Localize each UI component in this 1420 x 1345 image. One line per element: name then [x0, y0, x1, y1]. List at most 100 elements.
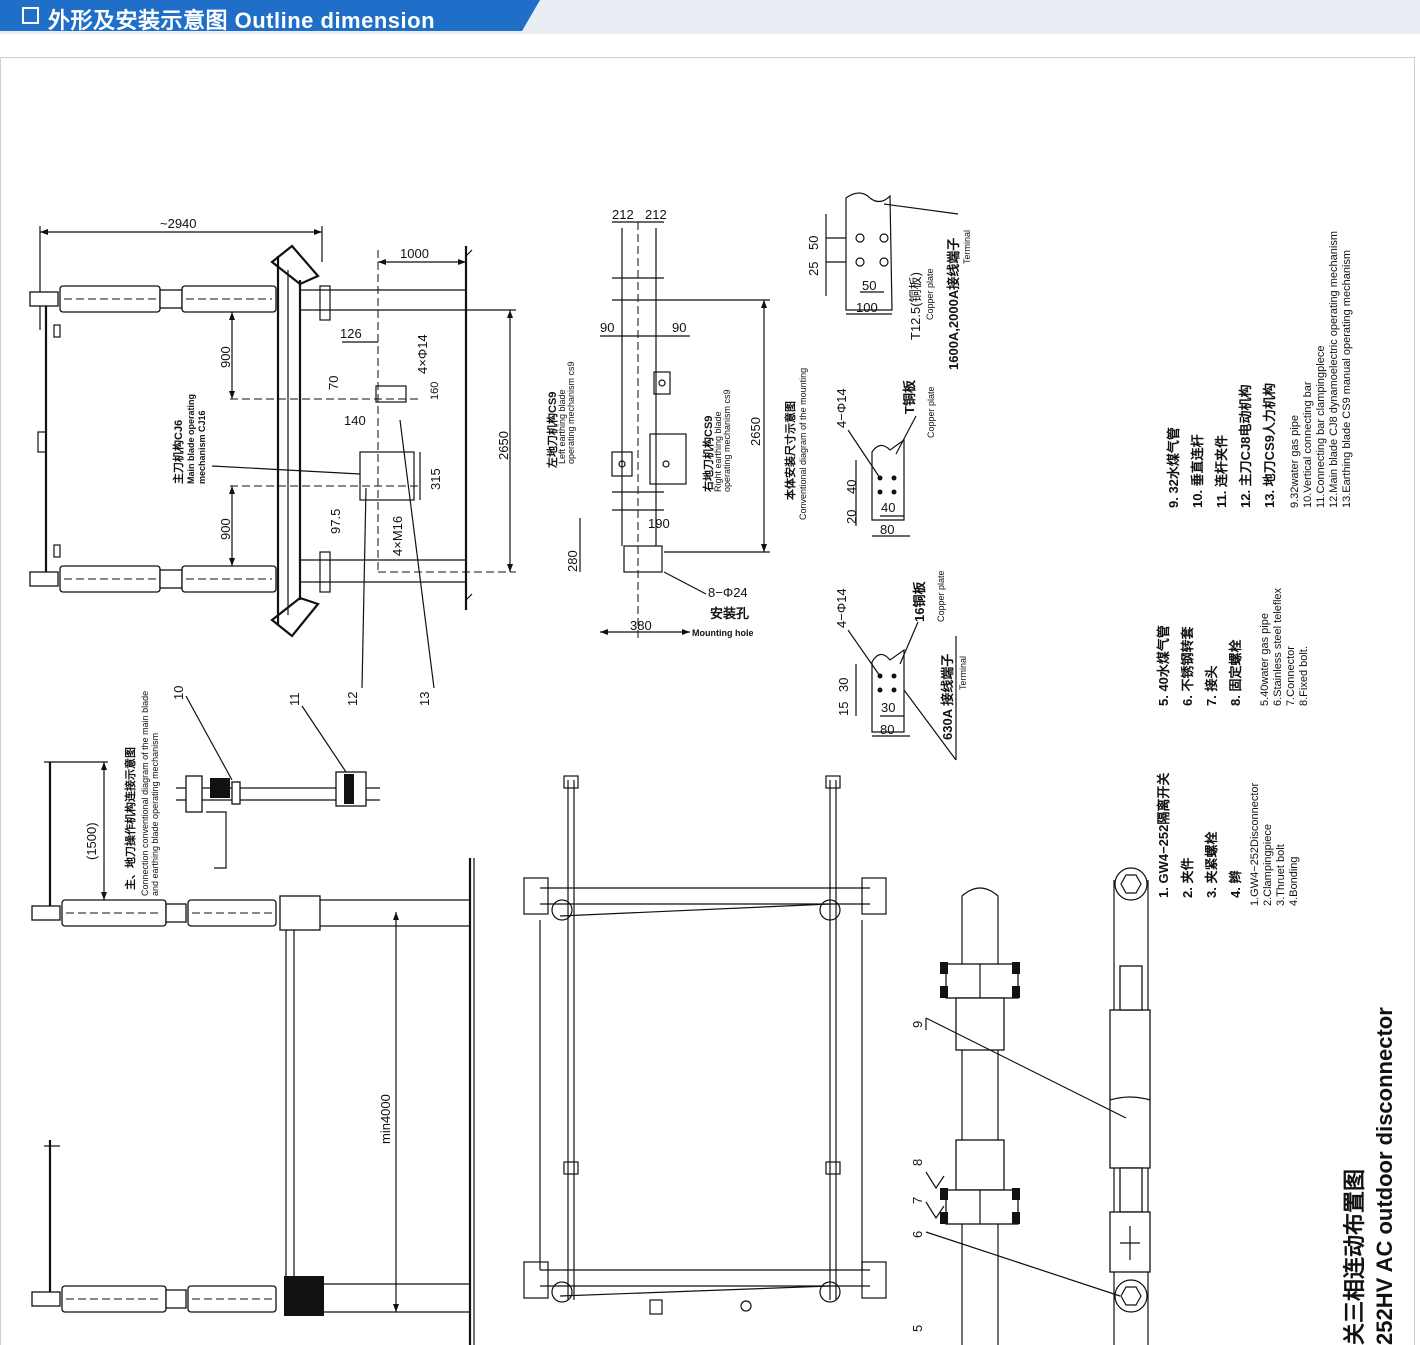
- legend-group-1-cn: 1. GW4−252隔离开关 2. 夹件 3. 夹紧螺栓 4. 辫: [1156, 773, 1243, 898]
- legend-5-cn: 5. 40水煤气管: [1156, 625, 1171, 706]
- legend-11-en: 11.Connecting bar clampingplece: [1315, 346, 1327, 508]
- three-phase-layout: [523, 775, 887, 1315]
- section-title: 外形及安装示意图 Outline dimension: [48, 8, 436, 33]
- legend-9-cn: 9. 32水煤气管: [1166, 427, 1181, 508]
- side-elevation-view: (1500) min4000: [31, 761, 475, 1345]
- terminal-plate-1600: 25 50 50 100 T12.5(铜板) Copper plate 1600…: [806, 192, 972, 370]
- dim-30h: 30: [881, 700, 895, 715]
- plate16-cn: 16铜板: [912, 581, 927, 622]
- dim-40b: 40: [881, 500, 895, 515]
- mount-hole-cn: 安装孔: [710, 606, 749, 621]
- connection-en1: Connection conventional diagram of the m…: [140, 691, 150, 896]
- dim-4phi14-c: 4−Φ14: [834, 588, 849, 628]
- section-header: 外形及安装示意图 Outline dimension: [0, 0, 1420, 34]
- legend-group-2-en: 5.40water gas pipe 6.Stainless steel tel…: [1259, 587, 1310, 706]
- connection-cn: 主、地刀操作机构连接示意图: [123, 747, 137, 890]
- terminal1600-cn: 1600A,2000A接线端子: [946, 238, 961, 370]
- left-earth-cn: 左地刀机构CS9: [545, 392, 559, 469]
- checkbox-square-icon: [22, 7, 39, 24]
- drawing-frame: [0, 57, 1415, 1345]
- dim-1500: (1500): [84, 822, 99, 860]
- dim-4phi14: 4×Φ14: [415, 334, 430, 374]
- label-main-blade-cn: 主刀机构CJ6: [171, 420, 185, 484]
- legend-10-en: 10.Vertical connecting bar: [1302, 381, 1314, 508]
- callout-11: 11: [287, 693, 302, 707]
- layout-title-cn: 关三相连动布置图: [1342, 1169, 1367, 1345]
- right-earth-cn: 右地刀机构CS9: [701, 416, 715, 493]
- callout-10: 10: [171, 686, 186, 700]
- legend-group-3-en: 9.32water gas pipe 10.Vertical connectin…: [1289, 231, 1353, 508]
- terminal-plate-t: 4−Φ14 40 20 40 80 T铜板 Copper plate: [834, 379, 936, 537]
- dim-overall-length: ~2940: [160, 216, 197, 231]
- dim-30v: 30: [836, 678, 851, 692]
- dim-20: 20: [844, 510, 859, 524]
- legend-group-3-cn: 9. 32水煤气管 10. 垂直连杆 11. 连杆夹件 12. 主刀CJ8电动机…: [1166, 383, 1277, 508]
- dim-8phi24: 8−Φ24: [708, 585, 748, 600]
- dim-1000: 1000: [400, 246, 429, 261]
- dim-40a: 40: [844, 480, 859, 494]
- dim-25: 25: [806, 262, 821, 276]
- legend-4-en: 4.Bonding: [1288, 856, 1300, 906]
- dim-212b: 212: [645, 207, 667, 222]
- dim-70: 70: [326, 376, 341, 390]
- connection-detail: 10 11 主、地刀操作机构连接示意图 Connection conventio…: [123, 686, 380, 896]
- dim-160: 160: [429, 382, 441, 400]
- t125-en: Copper plate: [925, 268, 935, 320]
- section-header-tab: 外形及安装示意图 Outline dimension: [0, 0, 540, 31]
- dim-97-5: 97.5: [328, 509, 343, 534]
- tplate-cn: T铜板: [902, 379, 917, 414]
- mount-diagram-en: Conventional diagram of the mounting: [798, 368, 808, 520]
- dim-140: 140: [344, 413, 366, 428]
- dim-80b: 80: [880, 722, 894, 737]
- legend-5-en: 5.40water gas pipe: [1259, 613, 1271, 706]
- plate16-en: Copper plate: [936, 570, 946, 622]
- callout-6: 6: [910, 1231, 925, 1238]
- disconnector-outline-view: ~2940: [29, 216, 516, 706]
- label-main-blade-en1: Main blade operating: [186, 394, 196, 484]
- dim-100: 100: [856, 300, 878, 315]
- label-main-blade-en2: mechanism CJ16: [197, 410, 207, 484]
- legend-7-en: 7.Connector: [1285, 646, 1297, 706]
- callout-5: 5: [910, 1325, 925, 1332]
- legend-group-1-en: 1.GW4−252Disconnector 2.Clampingpiece 3.…: [1249, 782, 1300, 906]
- dim-50v: 50: [806, 236, 821, 250]
- legend-13-en: 13.Earthing blade CS9 manual operating m…: [1341, 250, 1353, 508]
- tplate-en: Copper plate: [926, 386, 936, 438]
- dim-900-top: 900: [218, 346, 233, 368]
- terminal-plate-630: 4−Φ14 15 30 30 80 16铜板 Copper plate 630A…: [834, 570, 968, 761]
- legend-2-en: 2.Clampingpiece: [1262, 824, 1274, 906]
- legend-3-cn: 3. 夹紧螺栓: [1204, 832, 1219, 898]
- legend-12-en: 12.Main blade CJ8 dynamoelectric operati…: [1328, 231, 1340, 508]
- legend-13-cn: 13. 地刀CS9人力机构: [1262, 383, 1277, 508]
- dim-2650-left: 2650: [496, 431, 511, 460]
- legend-6-cn: 6. 不锈钢转套: [1180, 626, 1195, 706]
- mount-hole-en: Mounting hole: [692, 628, 753, 638]
- legend-1-cn: 1. GW4−252隔离开关: [1156, 773, 1171, 898]
- left-earth-en1: Left earthing blade: [557, 389, 567, 464]
- dim-126: 126: [340, 326, 362, 341]
- dim-2650-mid: 2650: [748, 417, 763, 446]
- dim-315: 315: [428, 468, 443, 490]
- dim-15: 15: [836, 702, 851, 716]
- right-earth-en1: Right earthing blade: [713, 411, 723, 492]
- left-earth-en2: operating mechanism cs9: [566, 361, 576, 464]
- layout-title-en: 252HV AC outdoor disconnector: [1372, 1007, 1397, 1345]
- legend-8-en: 8.Fixed bolt.: [1298, 646, 1310, 706]
- mounting-view: 212 212 90 90 2650 190 280 380 8−Φ24 安装: [545, 207, 808, 640]
- dim-50h: 50: [862, 278, 876, 293]
- mount-diagram-cn: 本体安装尺寸示意图: [783, 401, 797, 500]
- dim-4phi14-b: 4−Φ14: [834, 388, 849, 428]
- callout-12: 12: [345, 692, 360, 706]
- t125-cn: T12.5(铜板): [908, 272, 923, 340]
- legend-11-cn: 11. 连杆夹件: [1214, 435, 1229, 508]
- legend-group-2-cn: 5. 40水煤气管 6. 不锈钢转套 7. 接头 8. 固定螺栓: [1156, 625, 1243, 706]
- dim-90b: 90: [672, 320, 686, 335]
- legend-4-cn: 4. 辫: [1228, 871, 1243, 898]
- legend-9-en: 9.32water gas pipe: [1289, 415, 1301, 508]
- pipe-detail: 9 8 7 6 5: [910, 867, 1151, 1345]
- terminal1600-en: Terminal: [962, 230, 972, 264]
- terminal630-en: Terminal: [958, 656, 968, 690]
- callout-7: 7: [910, 1197, 925, 1204]
- callout-9: 9: [910, 1021, 925, 1028]
- legend-12-cn: 12. 主刀CJ8电动机构: [1238, 384, 1253, 508]
